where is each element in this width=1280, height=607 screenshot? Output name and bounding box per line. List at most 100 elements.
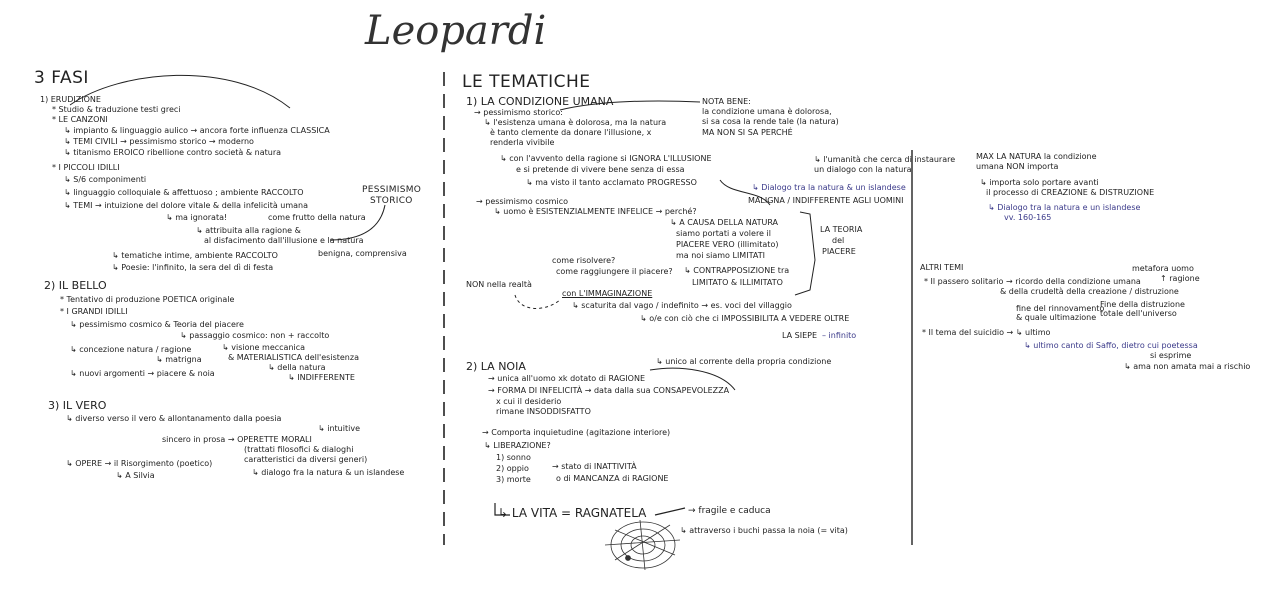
- note-line: ↳ attribuita alla ragione &: [196, 226, 301, 235]
- ama-line: ↳ ama non amata mai a rischio: [1124, 362, 1251, 371]
- importa-line: ↳ importa solo portare avanti: [980, 178, 1099, 187]
- infinito-label: – infinito: [822, 331, 857, 340]
- note-line: * I PICCOLI IDILLI: [52, 163, 120, 172]
- maligna-note: MALIGNA / INDIFFERENTE AGLI UOMINI: [748, 196, 904, 205]
- note-line: o di MANCANZA di RAGIONE: [556, 474, 669, 483]
- note-line: & MATERIALISTICA dell'esistenza: [228, 353, 359, 362]
- metafora-line: metafora uomo: [1132, 264, 1194, 273]
- arrow-fragile: [654, 507, 686, 516]
- note-line: * I GRANDI IDILLI: [60, 307, 128, 316]
- note-line: ↳ passaggio cosmico: non + raccolto: [180, 331, 330, 340]
- note-line: come frutto della natura: [268, 213, 366, 222]
- vita-label: ↳ LA VITA = RAGNATELA: [498, 506, 647, 520]
- erudizione-title: 1) ERUDIZIONE: [40, 95, 101, 104]
- curved-arrow-pessimismo: [329, 204, 386, 241]
- note-line: PIACERE VERO (illimitato): [676, 240, 779, 249]
- note-line: ↳ o/e con ciò che ci IMPOSSIBILITA A VED…: [640, 314, 850, 323]
- curved-arrow-noia: [649, 367, 736, 391]
- note-line: x cui il desiderio: [496, 397, 562, 406]
- teoria-line: LA TEORIA: [820, 225, 863, 234]
- fine-line: fine del rinnovamento: [1016, 304, 1105, 313]
- note-line: siamo portati a volere il: [676, 229, 771, 238]
- noia-title: 2) LA NOIA: [466, 360, 526, 373]
- curved-arrow-nota: [559, 100, 701, 111]
- note-line: al disfacimento dall'illusione e la natu…: [204, 236, 364, 245]
- note-line: 3) morte: [496, 475, 531, 484]
- note-line: * Tentativo di produzione POETICA origin…: [60, 295, 235, 304]
- arrow-limite: [719, 179, 771, 206]
- metafora-line: ↑ ragione: [1160, 274, 1200, 283]
- note-line: → FORMA DI INFELICITÀ → data dalla sua C…: [488, 386, 730, 395]
- bello-title: 2) IL BELLO: [44, 279, 107, 292]
- note-line: ↳ ma visto il tanto acclamato PROGRESSO: [526, 178, 697, 187]
- note-line: (trattati filosofici & dialoghi: [244, 445, 354, 454]
- note-line: ↳ titanismo EROICO ribellione contro soc…: [64, 148, 282, 157]
- note-line: ↳ nuovi argomenti → piacere & noia: [70, 369, 215, 378]
- fine2-line: totale dell'universo: [1100, 309, 1177, 318]
- note-line: ↳ TEMI CIVILI → pessimismo storico → mod…: [64, 137, 254, 146]
- suicidio-line: * Il tema del suicidio → ↳ ultimo: [922, 328, 1051, 337]
- note-line: ↳ dialogo fra la natura & un islandese: [252, 468, 405, 477]
- max-line: umana NON importa: [976, 162, 1059, 171]
- teoria-line: PIACERE: [822, 247, 856, 256]
- note-line: ↳ con l'avvento della ragione si IGNORA …: [500, 154, 712, 163]
- dashed-arrow-realta: [514, 294, 561, 309]
- passero-line: * Il passero solitario → ricordo della c…: [924, 277, 1141, 286]
- note-line: ↳ uomo è ESISTENZIALMENTE INFELICE → per…: [494, 207, 697, 216]
- come-line: come raggiungere il piacere?: [556, 267, 673, 276]
- heading-3-fasi: 3 FASI: [34, 68, 89, 88]
- note-line: ↳ concezione natura / ragione: [70, 345, 192, 354]
- bracket-teoria: [794, 211, 816, 296]
- passero-line: & della crudeltà della creazione / distr…: [1000, 287, 1179, 296]
- nota-title: NOTA BENE:: [702, 97, 751, 106]
- condizione-title: 1) LA CONDIZIONE UMANA: [466, 95, 614, 108]
- page-title: Leopardi: [365, 8, 547, 54]
- note-line: è tanto clemente da donare l'illusione, …: [490, 128, 652, 137]
- note-line: ↳ TEMI → intuizione del dolore vitale & …: [64, 201, 309, 210]
- note-line: ↳ della natura: [268, 363, 326, 372]
- note-line: → Comporta inquietudine (agitazione inte…: [482, 428, 671, 437]
- dialogo2-line: ↳ Dialogo tra la natura e un islandese: [988, 203, 1141, 212]
- note-line: ↳ tematiche intime, ambiente RACCOLTO: [112, 251, 278, 260]
- note-line: 2) oppio: [496, 464, 529, 473]
- note-line: ↳ INDIFFERENTE: [288, 373, 355, 382]
- note-line: ↳ OPERE → il Risorgimento (poetico): [66, 459, 213, 468]
- non-nella-label: NON nella realtà: [466, 280, 532, 289]
- note-line: ↳ CONTRAPPOSIZIONE tra: [684, 266, 790, 275]
- umanita-line: ↳ l'umanità che cerca di instaurare: [814, 155, 956, 164]
- saffo-line: ↳ ultimo canto di Saffo, dietro cui poet…: [1024, 341, 1198, 350]
- con-label: con L'IMMAGINAZIONE: [562, 289, 653, 298]
- fine-line: & quale ultimazione: [1016, 313, 1097, 322]
- note-line: sincero in prosa → OPERETTE MORALI: [162, 435, 312, 444]
- note-line: ↳ S/6 componimenti: [64, 175, 147, 184]
- note-line: renderla vivibile: [490, 138, 555, 147]
- max-line: MAX LA NATURA la condizione: [976, 152, 1097, 161]
- note-line: 1) sonno: [496, 453, 531, 462]
- note-line: la condizione umana è dolorosa,: [702, 107, 832, 116]
- note-line: ↳ pessimismo cosmico & Teoria del piacer…: [70, 320, 244, 329]
- note-line: * LE CANZONI: [52, 115, 108, 124]
- note-line: ↳ linguaggio colloquiale & affettuoso ; …: [64, 188, 304, 197]
- note-line: ↳ diverso verso il vero & allontanamento…: [66, 414, 282, 423]
- dialogo-natura-note: ↳ Dialogo tra la natura & un islandese: [752, 183, 906, 192]
- fine2-line: Fine della distruzione: [1100, 300, 1185, 309]
- note-line: ↳ visione meccanica: [222, 343, 306, 352]
- note-line: si sa cosa la rende tale (la natura): [702, 117, 839, 126]
- esprime-line: si esprime: [1150, 351, 1192, 360]
- siepe-label: LA SIEPE: [782, 331, 818, 340]
- note-line: ↳ ma ignorata!: [166, 213, 228, 222]
- teoria-line: del: [832, 236, 845, 245]
- note-line: ↳ A Silvia: [116, 471, 155, 480]
- note-line: * Studio & traduzione testi greci: [52, 105, 181, 114]
- note-line: e si pretende di vivere bene senza di es…: [516, 165, 685, 174]
- altri-temi-title: ALTRI TEMI: [920, 263, 964, 272]
- benigna-label: benigna, comprensiva: [318, 249, 407, 258]
- buchi-label: ↳ attraverso i buchi passa la noia (= vi…: [680, 526, 848, 535]
- spider-web-icon: [604, 519, 681, 571]
- dialogo2-line: vv. 160-165: [1004, 213, 1052, 222]
- note-line: ↳ intuitive: [318, 424, 360, 433]
- note-line: LIMITATO & ILLIMITATO: [692, 278, 783, 287]
- note-line: ↳ l'esistenza umana è dolorosa, ma la na…: [484, 118, 667, 127]
